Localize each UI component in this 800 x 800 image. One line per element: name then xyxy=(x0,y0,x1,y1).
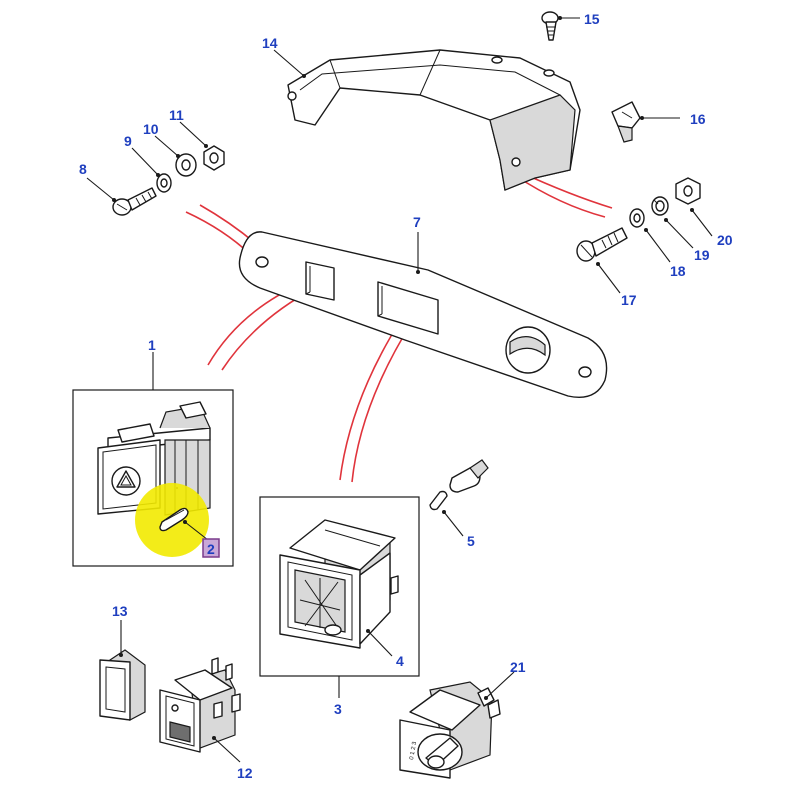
callout-17: 17 xyxy=(621,292,637,308)
callout-2-badge xyxy=(202,538,220,558)
callout-20: 20 xyxy=(717,232,733,248)
callout-1: 1 xyxy=(148,337,156,353)
part-17-screw xyxy=(576,227,628,262)
callout-12: 12 xyxy=(237,765,253,781)
connector-14-to-bolt-b xyxy=(515,175,606,218)
callout-3: 3 xyxy=(334,701,342,717)
callout-16: 16 xyxy=(690,111,706,127)
callout-7: 7 xyxy=(413,214,421,230)
part-2-bulb xyxy=(159,507,189,532)
callout-11: 11 xyxy=(169,107,184,123)
part-5-bulb xyxy=(429,459,489,511)
part-7-mounting-plate xyxy=(238,231,608,398)
switch-21-scale: 0 1 2 3 xyxy=(409,741,418,761)
part-8-bolt xyxy=(112,187,157,216)
callout-13: 13 xyxy=(112,603,128,619)
callout-2: 2 xyxy=(207,541,215,557)
connector-plate-to-4 xyxy=(339,317,403,481)
callout-8: 8 xyxy=(79,161,87,177)
part-12-rocker-switch xyxy=(159,657,241,753)
callout-19: 19 xyxy=(694,247,710,263)
assembly-3-box xyxy=(259,496,420,677)
callout-5: 5 xyxy=(467,533,475,549)
callout-10: 10 xyxy=(143,121,159,137)
part-15-screw xyxy=(541,11,559,41)
part-21-rotary-switch: 0 1 2 3 xyxy=(399,681,501,779)
part-9-washer xyxy=(156,173,172,193)
part-20-nut xyxy=(675,177,701,205)
part-16-clip xyxy=(611,101,641,143)
callout-18: 18 xyxy=(670,263,686,279)
leader-lines xyxy=(86,16,713,763)
callout-15: 15 xyxy=(584,11,600,27)
part-11-nut xyxy=(203,145,225,171)
part-10-washer xyxy=(175,153,197,177)
part-18-washer xyxy=(629,208,645,228)
callout-21: 21 xyxy=(510,659,526,675)
part-14-bracket xyxy=(287,49,581,191)
callout-labels: 1 2 3 4 5 7 8 9 10 11 12 13 14 15 16 17 … xyxy=(79,11,733,781)
part-13-cap xyxy=(99,649,146,721)
callout-9: 9 xyxy=(124,133,132,149)
callout-14: 14 xyxy=(262,35,278,51)
callout-4: 4 xyxy=(396,653,404,669)
connector-plate-to-4-b xyxy=(351,321,413,483)
part-19-spring-washer xyxy=(651,196,669,216)
